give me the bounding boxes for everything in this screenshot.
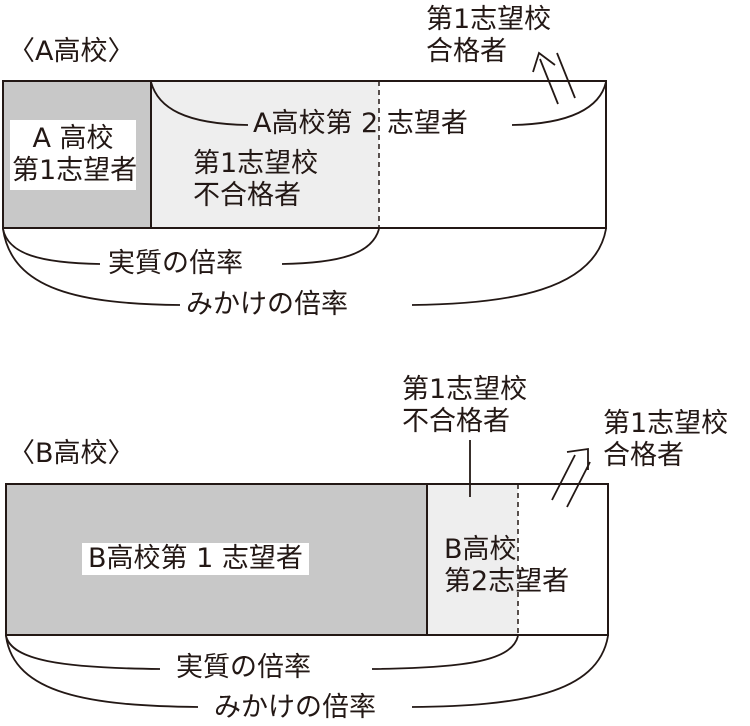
- school-a-title: 〈A高校〉: [8, 36, 135, 67]
- school-b-passed-segment: [518, 484, 608, 635]
- school-b-first-choice-passed-label: 第1志望校 合格者: [603, 408, 728, 472]
- school-b-rejected-label: 第1志望校 不合格者: [402, 374, 527, 438]
- school-a-second-choice-brace: [150, 81, 607, 126]
- school-a-first-choice-passed-label: 第1志望校 合格者: [426, 4, 551, 68]
- school-b-title: 〈B高校〉: [8, 438, 135, 469]
- school-b-rejected-line-1: 第1志望校: [402, 374, 528, 405]
- school-a-rejected-line-2: 不合格者: [193, 180, 301, 211]
- school-a-second-choice-label: A高校第 2 志望者: [253, 108, 468, 139]
- school-a-up-arrow: [532, 51, 576, 105]
- school-a-real-ratio-brace: [2, 228, 380, 265]
- school-b-second-choice-line-1: B高校: [444, 534, 517, 565]
- school-b-bar-outline: [5, 483, 609, 636]
- school-a-rejected-label: 第1志望校 不合格者: [193, 148, 318, 212]
- school-a-first-choice-line-2: 第1志望者: [12, 155, 138, 186]
- school-a-apparent-ratio-brace: [2, 228, 607, 306]
- school-b-first-choice-label: B高校第 1 志望者: [82, 543, 309, 575]
- school-a-rejected-segment: [151, 81, 379, 228]
- school-b-passed-line-1: 第1志望校: [603, 408, 729, 439]
- school-b-rejected-line-2: 不合格者: [402, 406, 510, 437]
- school-a-first-choice-label: A 高校 第1志望者: [10, 120, 138, 190]
- school-a-bar-outline: [2, 80, 607, 229]
- school-b-real-ratio-label: 実質の倍率: [176, 652, 311, 683]
- school-b-apparent-ratio-brace: [5, 635, 609, 708]
- school-a-first-choice-line-1: A 高校: [32, 123, 114, 154]
- school-a-rejected-line-1: 第1志望校: [193, 148, 319, 179]
- school-a-bar: [2, 80, 607, 229]
- school-b-second-choice-line-2: 第2志望者: [444, 566, 570, 597]
- school-b-second-choice-segment: [427, 484, 518, 635]
- school-a-passed-line-2: 合格者: [426, 36, 507, 67]
- school-b-up-arrow: [551, 447, 591, 508]
- school-b-passed-line-2: 合格者: [603, 440, 684, 471]
- school-b-real-ratio-brace: [5, 635, 519, 670]
- school-a-real-ratio-label: 実質の倍率: [108, 248, 243, 279]
- school-a-passed-line-1: 第1志望校: [426, 4, 552, 35]
- school-b-second-choice-label: B高校 第2志望者: [444, 534, 569, 598]
- school-b-apparent-ratio-label: みかけの倍率: [214, 692, 376, 723]
- school-a-apparent-ratio-label: みかけの倍率: [186, 289, 348, 320]
- school-a-passed-segment: [379, 81, 606, 228]
